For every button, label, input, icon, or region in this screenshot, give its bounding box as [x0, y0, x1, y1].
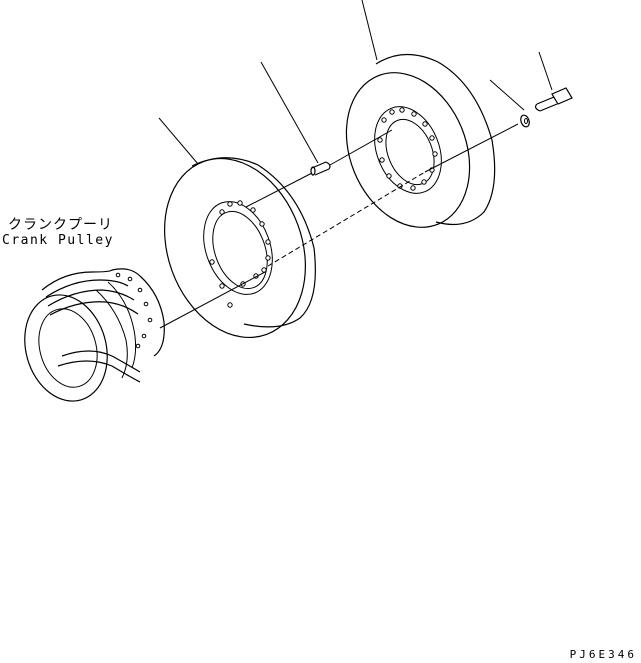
damper — [345, 53, 496, 228]
assembly-line-pin — [245, 172, 313, 208]
pulley-bolt-holes — [115, 272, 153, 349]
leader-line-spacer — [158, 117, 199, 165]
assembly-line-pin-damper — [329, 129, 393, 166]
crank-pulley-label-jp: クランクプーリ — [8, 217, 113, 233]
washer — [520, 114, 530, 128]
leader-line-pin — [260, 61, 319, 164]
leader-line-bolt — [538, 51, 553, 91]
dowel-pin — [310, 161, 331, 176]
assembly-line-pulley — [159, 271, 266, 329]
spacer — [164, 157, 316, 339]
crank-pulley-label-en: Crank Pulley — [2, 233, 114, 248]
spacer-bolt-holes — [209, 200, 271, 308]
assembly-line-dashed — [267, 171, 426, 267]
leader-line-damper — [361, 0, 378, 61]
damper-bolt-holes — [377, 107, 438, 191]
bolt — [534, 87, 573, 112]
drawing-code: PJ6E346 — [569, 648, 637, 661]
crank-pulley — [24, 268, 165, 402]
leader-line-washer — [489, 79, 525, 111]
assembly-line-bolt — [424, 123, 519, 173]
